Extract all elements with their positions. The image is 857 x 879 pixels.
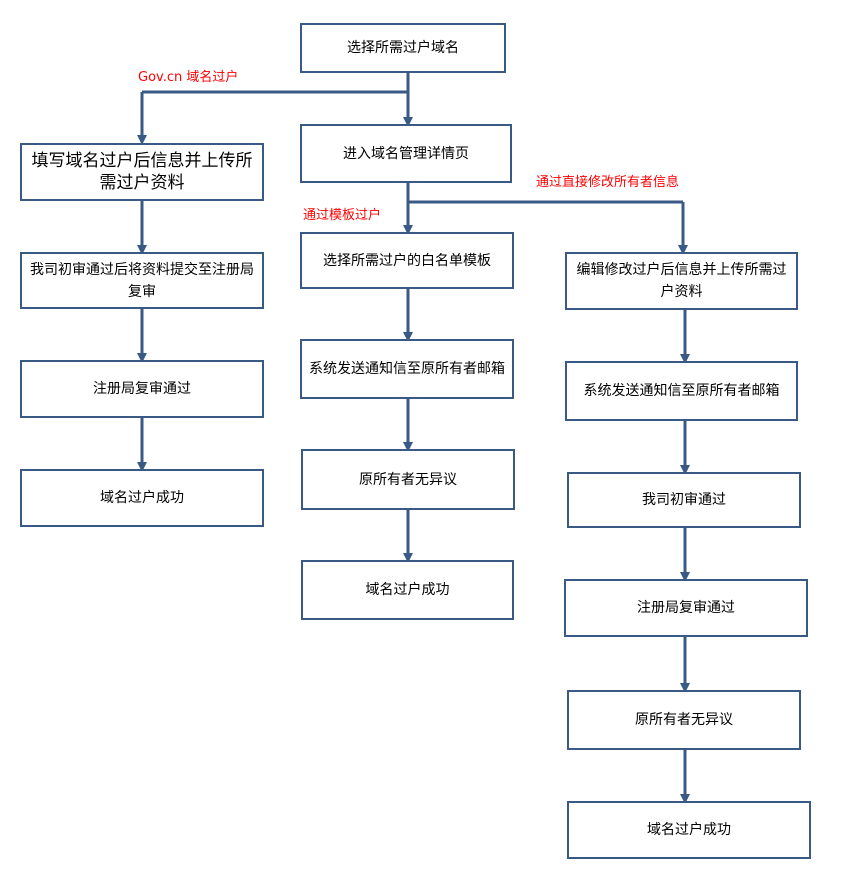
- node-left-success: 域名过户成功: [20, 469, 264, 527]
- node-mid-send-email-text: 系统发送通知信至原所有者邮箱: [309, 361, 505, 377]
- label-direct-edit-transfer: 通过直接修改所有者信息: [536, 175, 680, 190]
- node-mid-success-text: 域名过户成功: [365, 582, 450, 598]
- node-right-no-objection: 原所有者无异议: [567, 690, 801, 750]
- node-enter-manage: 进入域名管理详情页: [300, 124, 512, 183]
- node-left-submit-registry: 我司初审通过后将资料提交至注册局复审: [20, 252, 264, 309]
- node-right-first-review: 我司初审通过: [567, 472, 801, 528]
- node-right-registry-pass-text: 注册局复审通过: [637, 600, 735, 616]
- label-gov-cn-transfer: Gov.cn 域名过户: [138, 70, 239, 85]
- node-right-success-text: 域名过户成功: [647, 822, 731, 838]
- node-select-domain-text: 选择所需过户域名: [347, 40, 459, 56]
- node-right-no-objection-text: 原所有者无异议: [635, 712, 733, 728]
- node-mid-select-template: 选择所需过户的白名单模板: [300, 232, 514, 289]
- node-right-send-email-text: 系统发送通知信至原所有者邮箱: [583, 383, 780, 399]
- node-left-registry-pass-text: 注册局复审通过: [93, 381, 191, 397]
- node-mid-select-template-text: 选择所需过户的白名单模板: [323, 252, 491, 269]
- node-mid-send-email: 系统发送通知信至原所有者邮箱: [300, 339, 514, 399]
- node-left-registry-pass: 注册局复审通过: [20, 360, 264, 418]
- node-left-fill-upload: 填写域名过户后信息并上传所需过户资料: [20, 143, 264, 201]
- node-right-registry-pass: 注册局复审通过: [564, 579, 808, 637]
- node-mid-no-objection-text: 原所有者无异议: [359, 471, 457, 488]
- node-enter-manage-text: 进入域名管理详情页: [343, 145, 469, 162]
- node-right-success: 域名过户成功: [567, 801, 811, 859]
- label-template-transfer: 通过模板过户: [303, 208, 382, 223]
- node-left-fill-upload-text: 填写域名过户后信息并上传所需过户资料: [31, 151, 253, 193]
- node-left-success-text: 域名过户成功: [100, 490, 184, 506]
- node-right-edit-upload: 编辑修改过户后信息并上传所需过户资料: [565, 252, 798, 310]
- node-select-domain: 选择所需过户域名: [300, 23, 506, 73]
- node-mid-no-objection: 原所有者无异议: [301, 449, 515, 510]
- node-right-first-review-text: 我司初审通过: [642, 492, 726, 508]
- node-right-send-email: 系统发送通知信至原所有者邮箱: [565, 361, 798, 421]
- node-right-edit-upload-text: 编辑修改过户后信息并上传所需过户资料: [576, 262, 787, 300]
- node-left-submit-registry-text: 我司初审通过后将资料提交至注册局复审: [30, 261, 254, 300]
- node-mid-success: 域名过户成功: [301, 560, 514, 620]
